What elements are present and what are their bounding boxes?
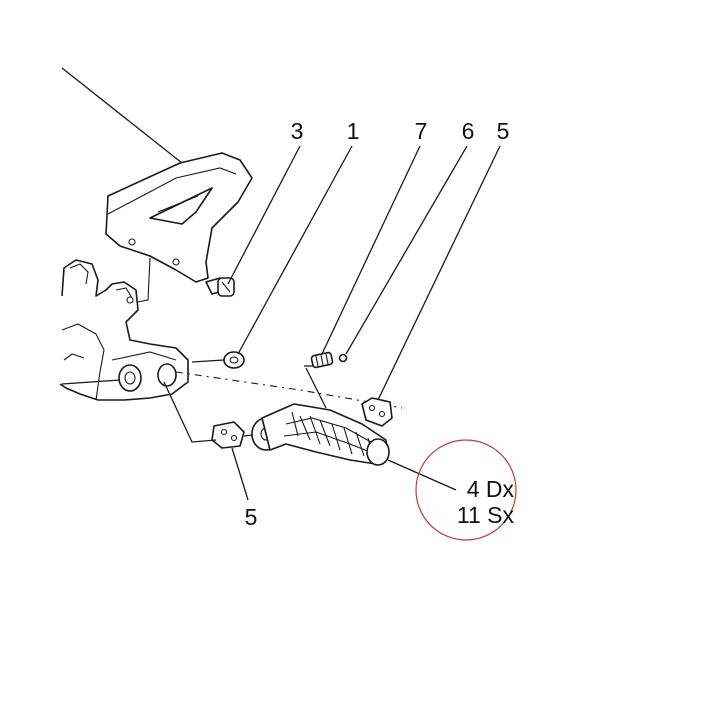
bushing-part-5-left (211, 421, 245, 449)
leader-3 (227, 145, 301, 285)
ball-part-6 (338, 353, 348, 363)
pivot-leader-bracket (163, 381, 217, 443)
leader-5-bottom (231, 447, 249, 501)
leader-1 (237, 145, 353, 355)
highlight-circle (415, 439, 517, 541)
footpeg-bracket (59, 259, 189, 401)
leader-6 (345, 145, 468, 355)
leader-5-top (377, 145, 501, 401)
callout-3: 3 (291, 118, 304, 144)
washer-part-1 (191, 351, 245, 369)
assembly-axis-line (175, 371, 403, 409)
spring-part-7 (310, 351, 334, 369)
callout-5-bottom: 5 (245, 504, 258, 530)
heel-guard-leader-line (61, 67, 183, 164)
leader-7 (321, 145, 421, 355)
bushing-part-5-right (361, 397, 393, 427)
footpeg-part-4-11 (251, 403, 390, 466)
footpeg-leader-line (305, 367, 327, 409)
callout-4-dx: 4 Dx (467, 476, 515, 502)
screw-part-3 (205, 277, 235, 297)
callout-1: 1 (347, 118, 360, 144)
footpeg-callout-leader (387, 459, 457, 491)
callout-5-top: 5 (497, 118, 510, 144)
callout-7: 7 (415, 118, 428, 144)
callout-11-sx: 11 Sx (457, 502, 515, 528)
callout-6: 6 (462, 118, 475, 144)
heel-guard-plate (105, 152, 253, 305)
